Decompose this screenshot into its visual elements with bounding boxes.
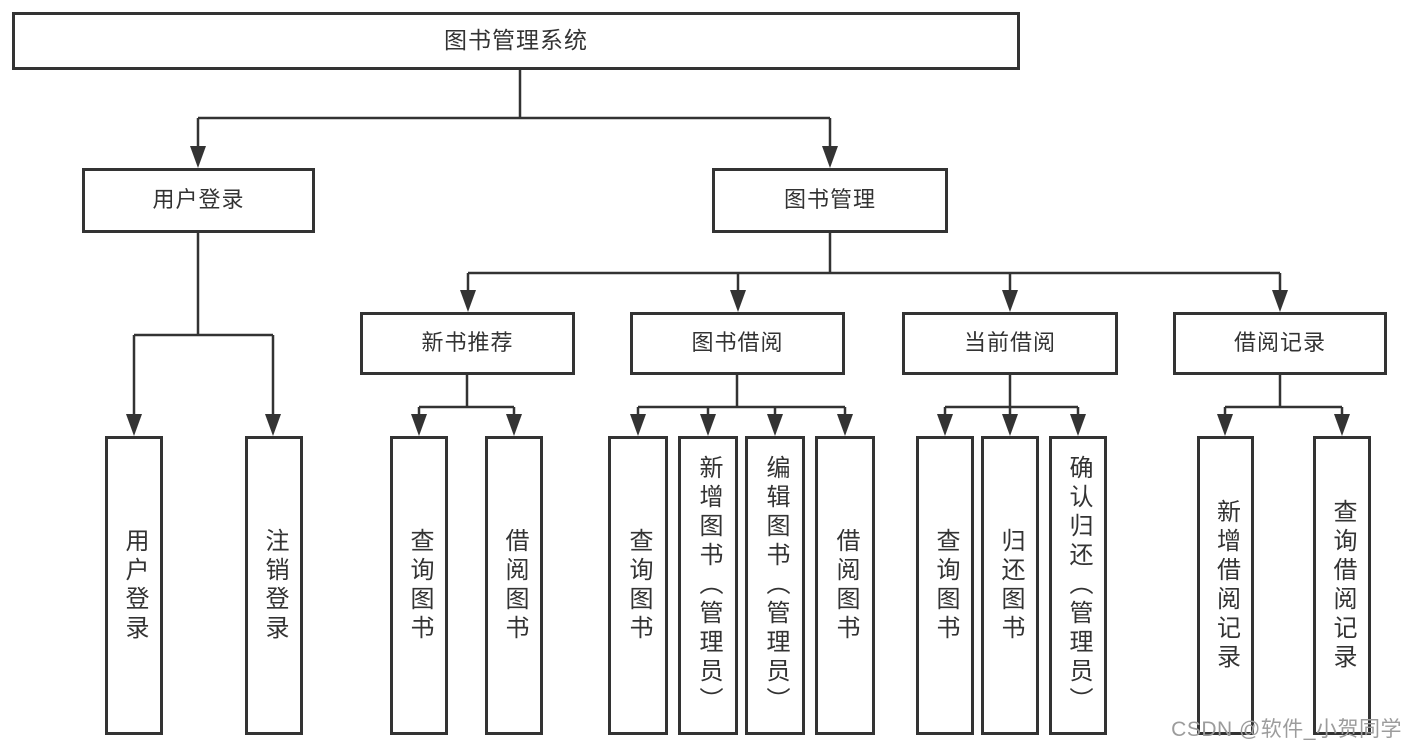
node-leaf-search-borrow-record: 查询借阅记录 (1313, 436, 1371, 735)
arrowhead-icon (937, 414, 953, 436)
node-leaf-add-book-admin: 新增图书（管理员） (678, 436, 738, 735)
arrowhead-icon (700, 414, 716, 436)
arrowhead-icon (506, 414, 522, 436)
connector-root-to-level2 (196, 70, 832, 147)
node-root-label: 图书管理系统 (444, 27, 588, 54)
node-user-login: 用户登录 (82, 168, 315, 233)
node-leaf-user-login: 用户登录 (105, 436, 163, 735)
node-book-mgmt: 图书管理 (712, 168, 948, 233)
node-leaf-user-login-label: 用户登录 (121, 527, 148, 644)
arrowhead-icon (730, 290, 746, 312)
node-new-book-rec: 新书推荐 (360, 312, 575, 375)
node-borrow-records-label: 借阅记录 (1233, 330, 1326, 356)
node-leaf-borrow-book-label: 借阅图书 (501, 527, 528, 644)
node-leaf-add-book-label: 新增图书（管理员） (695, 455, 722, 716)
arrowhead-icon (1002, 290, 1018, 312)
node-leaf-search-book-label: 查询图书 (625, 527, 652, 644)
node-current-borrow-label: 当前借阅 (963, 330, 1056, 356)
arrowhead-icon (190, 146, 206, 168)
node-leaf-search-book-label: 查询图书 (406, 527, 433, 644)
arrowhead-icon (411, 414, 427, 436)
watermark: CSDN @软件_小贺同学 (1171, 718, 1402, 741)
arrowhead-icon (1272, 290, 1288, 312)
node-leaf-add-borrow-record: 新增借阅记录 (1197, 436, 1254, 735)
node-user-login-label: 用户登录 (152, 187, 245, 213)
node-leaf-search-borrow-record-label: 查询借阅记录 (1329, 498, 1356, 673)
connector-book-borrow-children (636, 375, 847, 416)
arrowhead-icon (630, 414, 646, 436)
arrowhead-icon (265, 414, 281, 436)
connector-new-book-rec-children (417, 375, 516, 416)
arrowhead-icon (837, 414, 853, 436)
node-book-mgmt-label: 图书管理 (783, 187, 876, 213)
node-leaf-search-book-under-new-book-rec: 查询图书 (390, 436, 448, 735)
node-leaf-return-book-label: 归还图书 (997, 527, 1024, 644)
node-leaf-borrow-book-under-book-borrow: 借阅图书 (815, 436, 875, 735)
arrowhead-icon (1217, 414, 1233, 436)
node-borrow-records: 借阅记录 (1173, 312, 1387, 375)
arrowhead-icon (1334, 414, 1350, 436)
node-new-book-rec-label: 新书推荐 (421, 330, 514, 356)
connector-user-login-children (132, 233, 275, 415)
node-leaf-edit-book-admin: 编辑图书（管理员） (745, 436, 805, 735)
node-leaf-edit-book-label: 编辑图书（管理员） (762, 455, 789, 716)
node-leaf-search-book-label: 查询图书 (932, 527, 959, 644)
node-leaf-logout-label: 注销登录 (261, 527, 288, 644)
connector-book-mgmt-children (466, 233, 1282, 292)
node-leaf-borrow-book-under-new-book-rec: 借阅图书 (485, 436, 543, 735)
connector-borrow-records-children (1223, 375, 1344, 416)
arrowhead-icon (460, 290, 476, 312)
connector-current-borrow-children (943, 375, 1080, 416)
node-book-borrow: 图书借阅 (630, 312, 845, 375)
node-leaf-return-book: 归还图书 (981, 436, 1039, 735)
node-current-borrow: 当前借阅 (902, 312, 1118, 375)
arrowhead-icon (1070, 414, 1086, 436)
node-leaf-confirm-return-label: 确认归还（管理员） (1065, 455, 1092, 716)
node-root: 图书管理系统 (12, 12, 1020, 70)
node-leaf-add-borrow-record-label: 新增借阅记录 (1212, 498, 1240, 673)
node-leaf-borrow-book-label: 借阅图书 (832, 527, 859, 644)
node-leaf-confirm-return-admin: 确认归还（管理员） (1049, 436, 1107, 735)
node-book-borrow-label: 图书借阅 (691, 330, 784, 356)
arrowhead-icon (767, 414, 783, 436)
node-leaf-logout: 注销登录 (245, 436, 303, 735)
node-leaf-search-book-under-current-borrow: 查询图书 (916, 436, 974, 735)
arrowhead-icon (822, 146, 838, 168)
arrowhead-icon (126, 414, 142, 436)
node-leaf-search-book-under-book-borrow: 查询图书 (608, 436, 668, 735)
arrowhead-icon (1002, 414, 1018, 436)
